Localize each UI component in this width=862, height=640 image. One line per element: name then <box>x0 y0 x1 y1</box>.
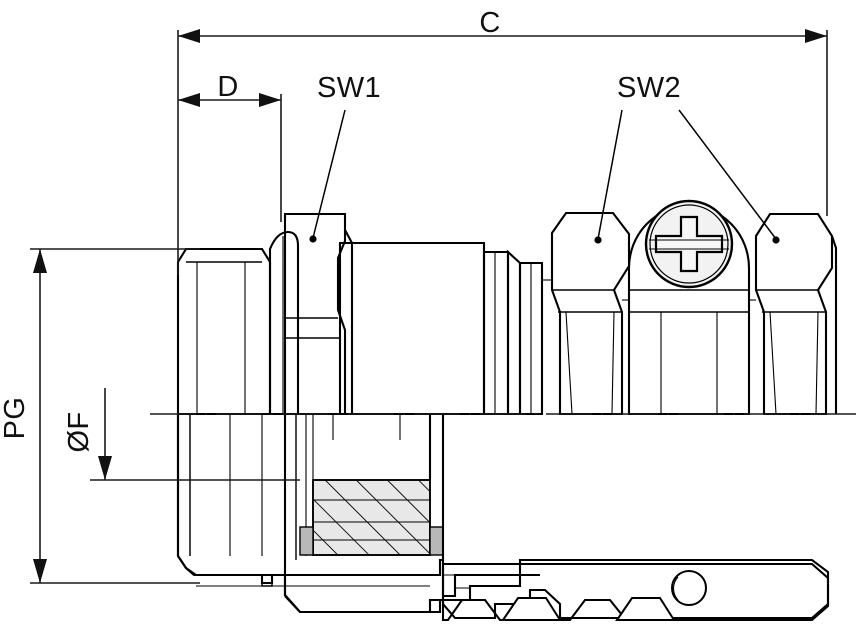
sw2-hex-lobe-right <box>754 212 834 416</box>
dimension-pg: PG <box>0 249 47 583</box>
oring-bead <box>268 230 300 416</box>
sw2-right-taper-a <box>769 311 777 415</box>
body-step-ring-3 <box>518 261 544 416</box>
callout-sw1-dot <box>309 235 317 243</box>
dim-c-label: C <box>479 7 500 39</box>
callout-sw2-label: SW2 <box>617 72 681 104</box>
bracket-notch-mid <box>615 597 676 621</box>
callout-sw2-leader-right <box>678 109 777 240</box>
bracket-tongue <box>284 595 455 614</box>
dimension-d: D <box>178 71 281 107</box>
bracket-notch-left <box>501 597 562 621</box>
thread-root-right <box>429 526 444 556</box>
sw1-hex-edge-lines <box>285 317 340 339</box>
dim-d-label: D <box>217 71 238 103</box>
screw-cross-slot <box>654 215 724 273</box>
dim-pg-arrow-bottom <box>33 559 47 583</box>
callout-sw2: SW2 <box>594 72 780 244</box>
dim-c-arrow-right <box>805 29 827 43</box>
thread-root-left <box>299 526 314 556</box>
detent-notch <box>261 575 273 587</box>
callout-sw2-leader-left <box>597 109 623 240</box>
dim-d-arrow-right <box>259 93 281 107</box>
seal-skirt <box>177 555 443 577</box>
section-view-lower <box>176 414 830 622</box>
dim-pg-arrow-top <box>33 249 47 273</box>
dimension-of: ØF <box>63 388 112 480</box>
bracket-plate <box>441 562 830 622</box>
dim-of-label: ØF <box>63 411 95 452</box>
thread-hatch-region <box>312 479 431 556</box>
screw-head-inner-circle <box>649 204 729 284</box>
sw2-left-taper-b <box>611 311 615 415</box>
callout-sw2-dot-left <box>594 236 602 244</box>
dimension-c: C <box>178 7 827 43</box>
elevation-view-upper <box>176 199 838 416</box>
dim-pg-label: PG <box>0 397 31 440</box>
bracket-edge-ticks <box>443 574 470 589</box>
sw2-right-taper-b <box>815 311 819 415</box>
sw2-right-band-lines <box>756 289 826 313</box>
extension-lines <box>30 30 828 584</box>
dim-c-arrow-left <box>178 29 200 43</box>
sw2-left-taper-a <box>565 311 573 415</box>
mounting-bracket <box>441 558 830 620</box>
bracket-mounting-hole <box>671 570 707 606</box>
callout-sw1-leader <box>312 109 346 239</box>
bracket-hole-shadow <box>672 576 679 601</box>
lower-projection-lines <box>312 414 401 480</box>
sw2-left-band-lines <box>552 289 622 313</box>
sw2-hex-lobe-left <box>550 211 631 416</box>
callout-sw1: SW1 <box>309 72 381 243</box>
dim-of-arrow-bottom <box>98 456 112 480</box>
sw2-dome-rib-lines <box>660 312 718 414</box>
dim-d-arrow-left <box>178 93 200 107</box>
sw2-right-outer-edge <box>831 235 838 414</box>
thread-hatch-crestlines <box>313 499 430 541</box>
callout-sw1-label: SW1 <box>317 72 381 104</box>
callout-sw2-dot-right <box>772 236 780 244</box>
